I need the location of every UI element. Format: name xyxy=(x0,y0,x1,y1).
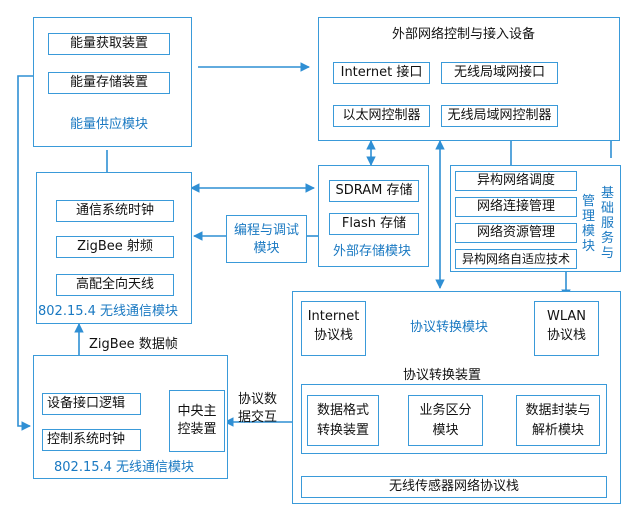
business-box xyxy=(408,395,483,446)
zigbee-rf-box: ZigBee 射频 xyxy=(56,236,174,258)
service-item-3: 异构网络自适应技术 xyxy=(455,249,577,269)
sdram-box: SDRAM 存储 xyxy=(329,180,419,202)
business-line2: 模块 xyxy=(432,423,459,438)
sensor-stack-box: 无线传感器网络协议栈 xyxy=(301,476,607,498)
wlan-stack-box xyxy=(534,301,599,356)
exchange-label-line2: 据交互 xyxy=(238,410,278,425)
wlan-port-box: 无线局域网接口 xyxy=(441,62,558,84)
encap-parse-box xyxy=(516,395,600,446)
energy-storage-box: 能量存储装置 xyxy=(48,72,170,94)
ethernet-controller-box: 以太网控制器 xyxy=(333,105,430,127)
comm-clock-box: 通信系统时钟 xyxy=(56,200,174,222)
service-label-col1-1: 理 xyxy=(582,209,596,224)
programming-label-line1: 编程与调试 xyxy=(233,223,299,238)
format-line2: 转换装置 xyxy=(316,423,369,438)
service-label-col2-1: 础 xyxy=(601,201,615,216)
central-label-line1: 中央主 xyxy=(177,404,217,419)
encap-line1: 数据封装与 xyxy=(525,403,591,418)
external-storage-label: 外部存储模块 xyxy=(333,244,412,259)
exchange-label-line1: 协议数 xyxy=(238,392,278,407)
internet-stack-line2: 协议栈 xyxy=(313,328,353,343)
programming-debug-module xyxy=(226,215,307,263)
programming-label-line2: 模块 xyxy=(253,241,280,256)
central-label-line2: 控装置 xyxy=(177,422,217,437)
protocol-device-label: 协议转换装置 xyxy=(403,368,482,383)
control-clock-box: 控制系统时钟 xyxy=(42,429,141,451)
energy-module-label: 能量供应模块 xyxy=(70,117,149,132)
encap-line2: 解析模块 xyxy=(531,423,584,438)
network-control-title: 外部网络控制与接入设备 xyxy=(392,27,536,42)
format-conversion-box xyxy=(307,395,379,446)
service-label-col2-4: 与 xyxy=(601,246,615,261)
service-item-2: 网络资源管理 xyxy=(455,223,577,243)
service-label-col1-0: 管 xyxy=(582,194,596,209)
service-label-col1-3: 块 xyxy=(582,239,596,254)
internet-stack-box xyxy=(301,301,366,356)
service-label-col2-2: 服 xyxy=(601,216,615,231)
internet-port-box: Internet 接口 xyxy=(333,62,430,84)
business-line1: 业务区分 xyxy=(419,403,472,418)
format-line1: 数据格式 xyxy=(316,403,369,418)
service-item-1: 网络连接管理 xyxy=(455,197,577,217)
zigbee-frame-label: ZigBee 数据帧 xyxy=(89,337,178,352)
energy-harvest-box: 能量获取装置 xyxy=(48,33,170,55)
service-item-0: 异构网络调度 xyxy=(455,171,577,191)
antenna-box: 高配全向天线 xyxy=(56,274,174,296)
wireless-top-label: 802.15.4 无线通信模块 xyxy=(38,304,179,319)
flash-box: Flash 存储 xyxy=(329,213,419,235)
device-logic-box: 设备接口逻辑 xyxy=(42,393,141,415)
central-controller-box xyxy=(169,390,225,452)
wlan-stack-line2: 协议栈 xyxy=(546,328,586,343)
wlan-stack-line1: WLAN xyxy=(546,309,586,324)
energy-to-bottom-arrow xyxy=(17,75,33,431)
service-label-col2-0: 基 xyxy=(601,186,615,201)
service-label-col2-3: 务 xyxy=(601,231,615,246)
service-label-col1-2: 模 xyxy=(582,224,596,239)
wlan-controller-box: 无线局域网控制器 xyxy=(441,105,558,127)
internet-stack-line1: Internet xyxy=(307,309,360,324)
wireless-bottom-label: 802.15.4 无线通信模块 xyxy=(54,460,195,475)
protocol-module-label: 协议转换模块 xyxy=(410,320,489,335)
